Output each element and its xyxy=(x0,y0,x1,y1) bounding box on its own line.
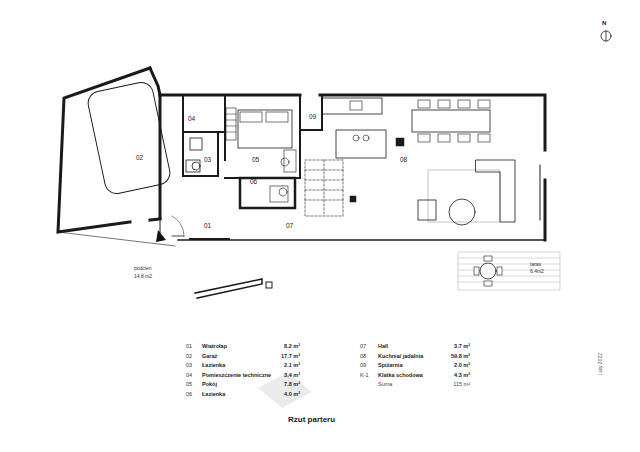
table-cell: 3.7 m² xyxy=(454,344,470,350)
table-cell: 07 xyxy=(360,344,366,350)
table-cell: 04 xyxy=(186,373,192,379)
table-cell: Klatka schodowa xyxy=(378,373,423,379)
table-cell: 08 xyxy=(360,354,366,360)
table-cell: Hall xyxy=(378,344,388,350)
plan-label: 14.8 m2 xyxy=(134,274,152,279)
table-cell: Garaż xyxy=(202,354,217,360)
plan-title: Rzut parteru xyxy=(288,416,335,424)
plan-label: 6.4m2 xyxy=(530,269,544,274)
table-cell: 17.7 m² xyxy=(281,354,300,360)
table-cell: Wiatrołap xyxy=(202,344,227,350)
plan-label: 03 xyxy=(204,157,211,164)
table-cell: 06 xyxy=(186,392,192,398)
table-cell: K-1 xyxy=(360,373,369,379)
plan-label: 09 xyxy=(309,114,316,121)
table-cell: 3.4 m² xyxy=(284,373,300,379)
plan-label: 06 xyxy=(250,179,257,186)
table-cell: 8.2 m² xyxy=(284,344,300,350)
table-cell: Łazienka xyxy=(202,392,225,398)
plan-label: 04 xyxy=(188,116,195,123)
table-cell: 7.8 m² xyxy=(284,382,300,388)
table-cell: Spiżarnia xyxy=(378,363,402,369)
table-cell: Kuchnia/ jadalnia xyxy=(378,354,423,360)
table-cell: Pomieszczenie techniczne xyxy=(202,373,271,379)
table-cell: Łazienka xyxy=(202,363,225,369)
table-cell: 01 xyxy=(186,344,192,350)
table-cell: 02 xyxy=(186,354,192,360)
plan-label: podcień xyxy=(134,266,152,271)
table-cell: Suma xyxy=(378,382,392,388)
plan-label: 07 xyxy=(286,223,293,230)
table-cell: 03 xyxy=(186,363,192,369)
table-cell: 2.0 m² xyxy=(454,363,470,369)
table-cell: 59.8 m² xyxy=(451,354,470,360)
plan-label: 05 xyxy=(252,157,259,164)
plan-label: 02 xyxy=(136,155,143,162)
plan-label: Luty 2022 xyxy=(598,353,603,375)
plan-label: 08 xyxy=(400,157,407,164)
table-cell: 115 m² xyxy=(453,382,470,388)
plan-label: taras xyxy=(530,262,541,267)
table-cell: 05 xyxy=(186,382,192,388)
table-cell: Pokój xyxy=(202,382,217,388)
plan-label: 01 xyxy=(204,223,211,230)
table-cell: 2.1 m² xyxy=(284,363,300,369)
table-cell: 4.3 m² xyxy=(454,373,470,379)
plan-label: N xyxy=(602,20,606,26)
table-cell: 4.0 m² xyxy=(284,392,300,398)
table-cell: 09 xyxy=(360,363,366,369)
